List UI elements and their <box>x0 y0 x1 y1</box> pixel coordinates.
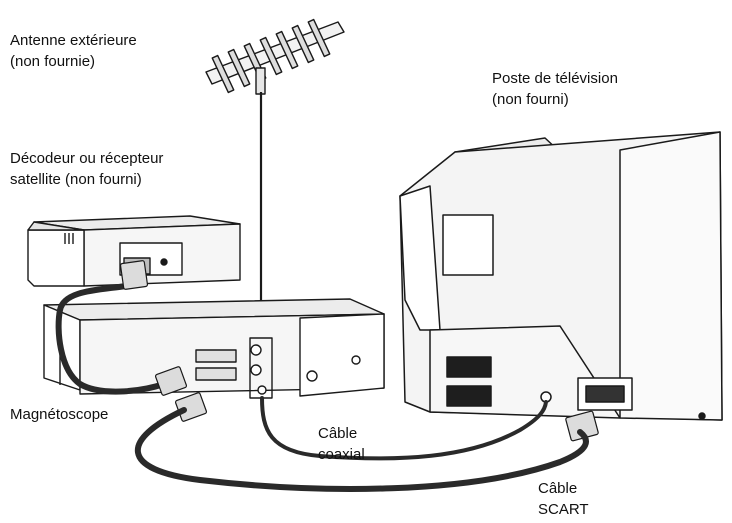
coaxial-cable <box>260 396 548 461</box>
antenna-label-line2: (non fournie) <box>10 53 96 70</box>
coax-label-line2: coaxial <box>318 446 365 463</box>
decoder-label: Décodeur ou récepteur satellite (non fou… <box>10 148 163 190</box>
scart-label-line1: Câble <box>538 480 578 497</box>
scart-connector <box>119 260 599 442</box>
outdoor-antenna <box>205 18 345 95</box>
vcr-body <box>43 298 385 399</box>
tv-label-line1: Poste de télévision <box>492 70 618 87</box>
coax-cable-label: Câble coaxial <box>318 423 365 465</box>
decoder-box <box>27 215 241 287</box>
scart-cable-vcr-tv <box>135 407 589 492</box>
scart-cable-decoder-vcr <box>55 283 167 395</box>
decoder-label-line1: Décodeur ou récepteur <box>10 150 164 167</box>
tv-label: Poste de télévision (non fourni) <box>492 68 618 110</box>
vcr-label: Magnétoscope <box>10 404 108 425</box>
television <box>399 131 723 421</box>
coax-label-line1: Câble <box>318 425 358 442</box>
scart-label-line2: SCART <box>538 501 589 518</box>
antenna-label-line1: Antenne extérieure <box>10 32 137 49</box>
antenna-label: Antenne extérieure (non fournie) <box>10 30 137 72</box>
scart-cable-label: Câble SCART <box>538 478 589 520</box>
vcr-label-text: Magnétoscope <box>10 406 109 423</box>
decoder-label-line2: satellite (non fourni) <box>10 171 142 188</box>
tv-label-line2: (non fourni) <box>492 91 569 108</box>
